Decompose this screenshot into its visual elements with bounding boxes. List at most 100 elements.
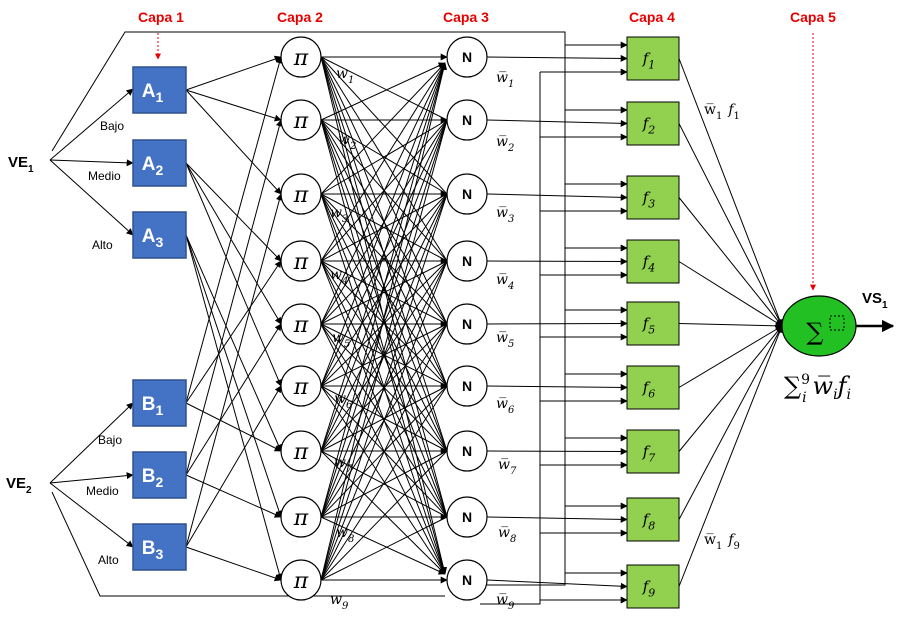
sum-formula-sigma: ∑ bbox=[784, 372, 801, 400]
box-a-label: A1 bbox=[142, 81, 164, 105]
edge-b-pi bbox=[185, 402, 282, 452]
consequent-label-base: f bbox=[642, 443, 651, 461]
norm-weight-label-sub: 8 bbox=[510, 534, 516, 545]
membership-label-2: Medio bbox=[86, 484, 119, 498]
edge-b-pi bbox=[185, 260, 282, 404]
edge-n-f bbox=[486, 119, 628, 127]
norm-symbol: N bbox=[462, 572, 472, 588]
edge-a-pi bbox=[185, 162, 282, 325]
norm-symbol: N bbox=[462, 112, 472, 128]
product-node bbox=[280, 240, 322, 282]
product-symbol: π bbox=[293, 506, 309, 531]
product-weight-label-sub: 2 bbox=[349, 141, 356, 152]
product-weight-label-sub: 9 bbox=[342, 601, 349, 612]
product-weight-label-base: w bbox=[336, 66, 348, 82]
edge-f-sum bbox=[678, 123, 783, 327]
edge-label-top-w: w̅ bbox=[704, 102, 716, 118]
edge-a-pi bbox=[185, 89, 282, 195]
consequent-label: f4 bbox=[642, 253, 656, 275]
edge-n-f bbox=[486, 320, 628, 328]
edge-label-bottom-fsub: 9 bbox=[734, 541, 740, 552]
product-node bbox=[280, 496, 322, 538]
product-node bbox=[280, 173, 322, 215]
edge-f-sum bbox=[678, 325, 783, 587]
norm-weight-label: w̅8 bbox=[498, 525, 516, 545]
consequent-label-sub: 5 bbox=[648, 324, 655, 337]
product-weight-label: w1 bbox=[336, 66, 354, 86]
product-symbol: π bbox=[293, 46, 309, 71]
edge-b-pi bbox=[185, 323, 282, 476]
edge-pi-n bbox=[320, 385, 446, 575]
edge-pi-n bbox=[320, 323, 448, 581]
product-weight-label: w9 bbox=[330, 592, 349, 612]
edge-n-f bbox=[486, 383, 628, 391]
edge-pi-n bbox=[320, 260, 448, 518]
box-a-label-sub: 2 bbox=[155, 162, 163, 178]
consequent-label-base: f bbox=[642, 253, 651, 271]
box-b-label-sub: 3 bbox=[155, 546, 163, 562]
norm-symbol: N bbox=[462, 316, 472, 332]
edge-a-pi bbox=[185, 162, 282, 387]
product-weight-label-base: w bbox=[334, 455, 346, 471]
box-b bbox=[132, 379, 187, 427]
norm-weight-label: w̅2 bbox=[496, 134, 514, 154]
norm-node bbox=[446, 496, 488, 538]
edge-pi-n bbox=[320, 260, 448, 581]
edge-pi-n bbox=[320, 62, 446, 262]
product-weight-label-sub: 8 bbox=[348, 534, 354, 545]
product-weight-label-sub: 1 bbox=[348, 75, 354, 86]
edge-pi-n bbox=[320, 450, 448, 518]
norm-weight-label: w̅1 bbox=[496, 70, 514, 90]
norm-weight-label-sub: 5 bbox=[508, 339, 514, 350]
consequent-label: f7 bbox=[642, 443, 656, 465]
consequent-label-sub: 8 bbox=[648, 520, 655, 533]
consequent-label-base: f bbox=[642, 578, 651, 596]
product-node bbox=[280, 36, 322, 78]
edge-f-sum bbox=[678, 197, 783, 327]
sum-formula-sup: 9 bbox=[801, 372, 810, 388]
edge-n-f bbox=[486, 447, 628, 455]
edge-label-bottom-f: f bbox=[727, 532, 736, 548]
norm-weight-label-base: w̅ bbox=[496, 396, 508, 412]
product-weight-label: w6 bbox=[334, 391, 353, 411]
consequent-node bbox=[626, 497, 680, 542]
frame-bottom-line bbox=[51, 491, 445, 597]
norm-weight-label-base: w̅ bbox=[496, 330, 508, 346]
edge-label-top-fsub: 1 bbox=[734, 111, 740, 122]
consequent-label-sub: 9 bbox=[648, 587, 655, 600]
consequent-node bbox=[626, 564, 680, 609]
norm-weight-label: w̅7 bbox=[498, 457, 517, 477]
edge-pi-n bbox=[320, 62, 446, 325]
consequent-label: f5 bbox=[642, 315, 656, 337]
edge-f-sum bbox=[678, 58, 784, 327]
product-weight-label-base: w bbox=[330, 205, 342, 221]
consequent-node bbox=[626, 429, 680, 474]
norm-weight-label-base: w̅ bbox=[498, 525, 510, 541]
edge-pi-n bbox=[320, 193, 448, 387]
consequent-label-base: f bbox=[642, 50, 651, 68]
box-b-label-sub: 2 bbox=[155, 474, 163, 490]
product-symbol: π bbox=[293, 109, 309, 134]
sum-formula-sub: i bbox=[802, 390, 806, 406]
edge-b-pi bbox=[185, 385, 282, 548]
edge-b-pi bbox=[185, 56, 283, 404]
product-symbol: π bbox=[293, 375, 309, 400]
edge-pi-n bbox=[320, 62, 447, 518]
edge-n-f bbox=[486, 579, 628, 590]
edge-pi-n bbox=[320, 193, 448, 325]
output-label-sub: 1 bbox=[882, 300, 888, 311]
product-weight-label: w2 bbox=[338, 132, 356, 152]
consequent-label-base: f bbox=[642, 511, 651, 529]
product-weight-label-base: w bbox=[332, 330, 344, 346]
consequent-label-sub: 2 bbox=[647, 124, 655, 137]
norm-node bbox=[446, 430, 488, 472]
box-b-label-base: B bbox=[142, 466, 156, 487]
box-b bbox=[132, 523, 187, 571]
consequent-node bbox=[626, 365, 680, 410]
output-label: VS1 bbox=[862, 290, 888, 311]
sum-box-icon bbox=[829, 315, 845, 331]
input-ve1-base: VE bbox=[8, 154, 28, 171]
edge-f-sum bbox=[678, 325, 783, 520]
sum-node bbox=[781, 295, 857, 357]
